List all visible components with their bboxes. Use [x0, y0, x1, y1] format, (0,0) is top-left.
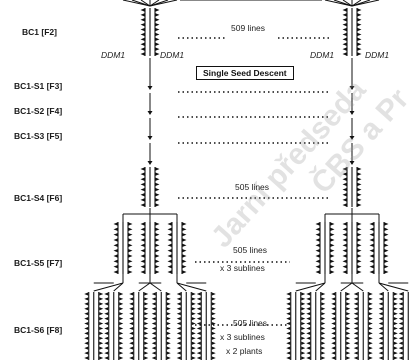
annotation-f2-lines: 509 lines — [231, 24, 265, 33]
plant-icon — [152, 292, 171, 360]
plant-icon — [141, 222, 160, 274]
plant-icon — [399, 292, 412, 360]
generation-label-f2: BC1 [F2] — [22, 27, 57, 37]
plant-icon — [370, 222, 389, 274]
annotation-f8-sublines: x 3 sublines — [220, 333, 265, 342]
plant-icon — [354, 292, 373, 360]
plant-icon — [286, 292, 305, 360]
plant-icon — [197, 292, 216, 360]
plant-icon — [141, 8, 160, 56]
plant-icon — [331, 292, 350, 360]
plant-icon — [129, 292, 148, 360]
annotation-f7-sublines: x 3 sublines — [220, 264, 265, 273]
plant-icon — [168, 222, 187, 274]
generation-label-f3: BC1-S1 [F3] — [14, 81, 62, 91]
plant-icon — [84, 292, 103, 360]
plant-icon — [177, 292, 196, 360]
generation-label-f7: BC1-S5 [F7] — [14, 258, 62, 268]
arrow-head — [148, 111, 153, 115]
annotation-f8-plants: x 2 plants — [226, 347, 262, 356]
single-seed-descent-box: Single Seed Descent — [196, 66, 294, 80]
plant-icon — [306, 292, 325, 360]
plant-icon — [379, 292, 398, 360]
parent-label-left-a: DDM1 — [101, 50, 125, 60]
plant-icon — [343, 222, 362, 274]
parent-label-left-b: DDM1 — [160, 50, 184, 60]
parent-label-right-a: DDM1 — [310, 50, 334, 60]
annotation-f8-lines: 505 lines — [233, 319, 267, 328]
plant-icon — [343, 8, 362, 56]
plant-icon — [114, 222, 133, 274]
branch-diag — [341, 283, 352, 291]
annotation-f6-lines: 505 lines — [235, 183, 269, 192]
generation-label-f8: BC1-S6 [F8] — [14, 325, 62, 335]
plant-icon — [316, 222, 335, 274]
branch-diag — [139, 283, 150, 291]
arrow-head — [148, 161, 153, 165]
branch-diag — [150, 283, 161, 291]
generation-label-f6: BC1-S4 [F6] — [14, 193, 62, 203]
generation-label-f5: BC1-S3 [F5] — [14, 131, 62, 141]
plant-icon — [104, 292, 123, 360]
arrow-head — [148, 136, 153, 140]
parent-label-right-b: DDM1 — [365, 50, 389, 60]
annotation-f7-lines: 505 lines — [233, 246, 267, 255]
plant-icon — [141, 167, 160, 207]
arrow-head — [148, 86, 153, 90]
branch-diag — [352, 283, 363, 291]
generation-label-f4: BC1-S2 [F4] — [14, 106, 62, 116]
